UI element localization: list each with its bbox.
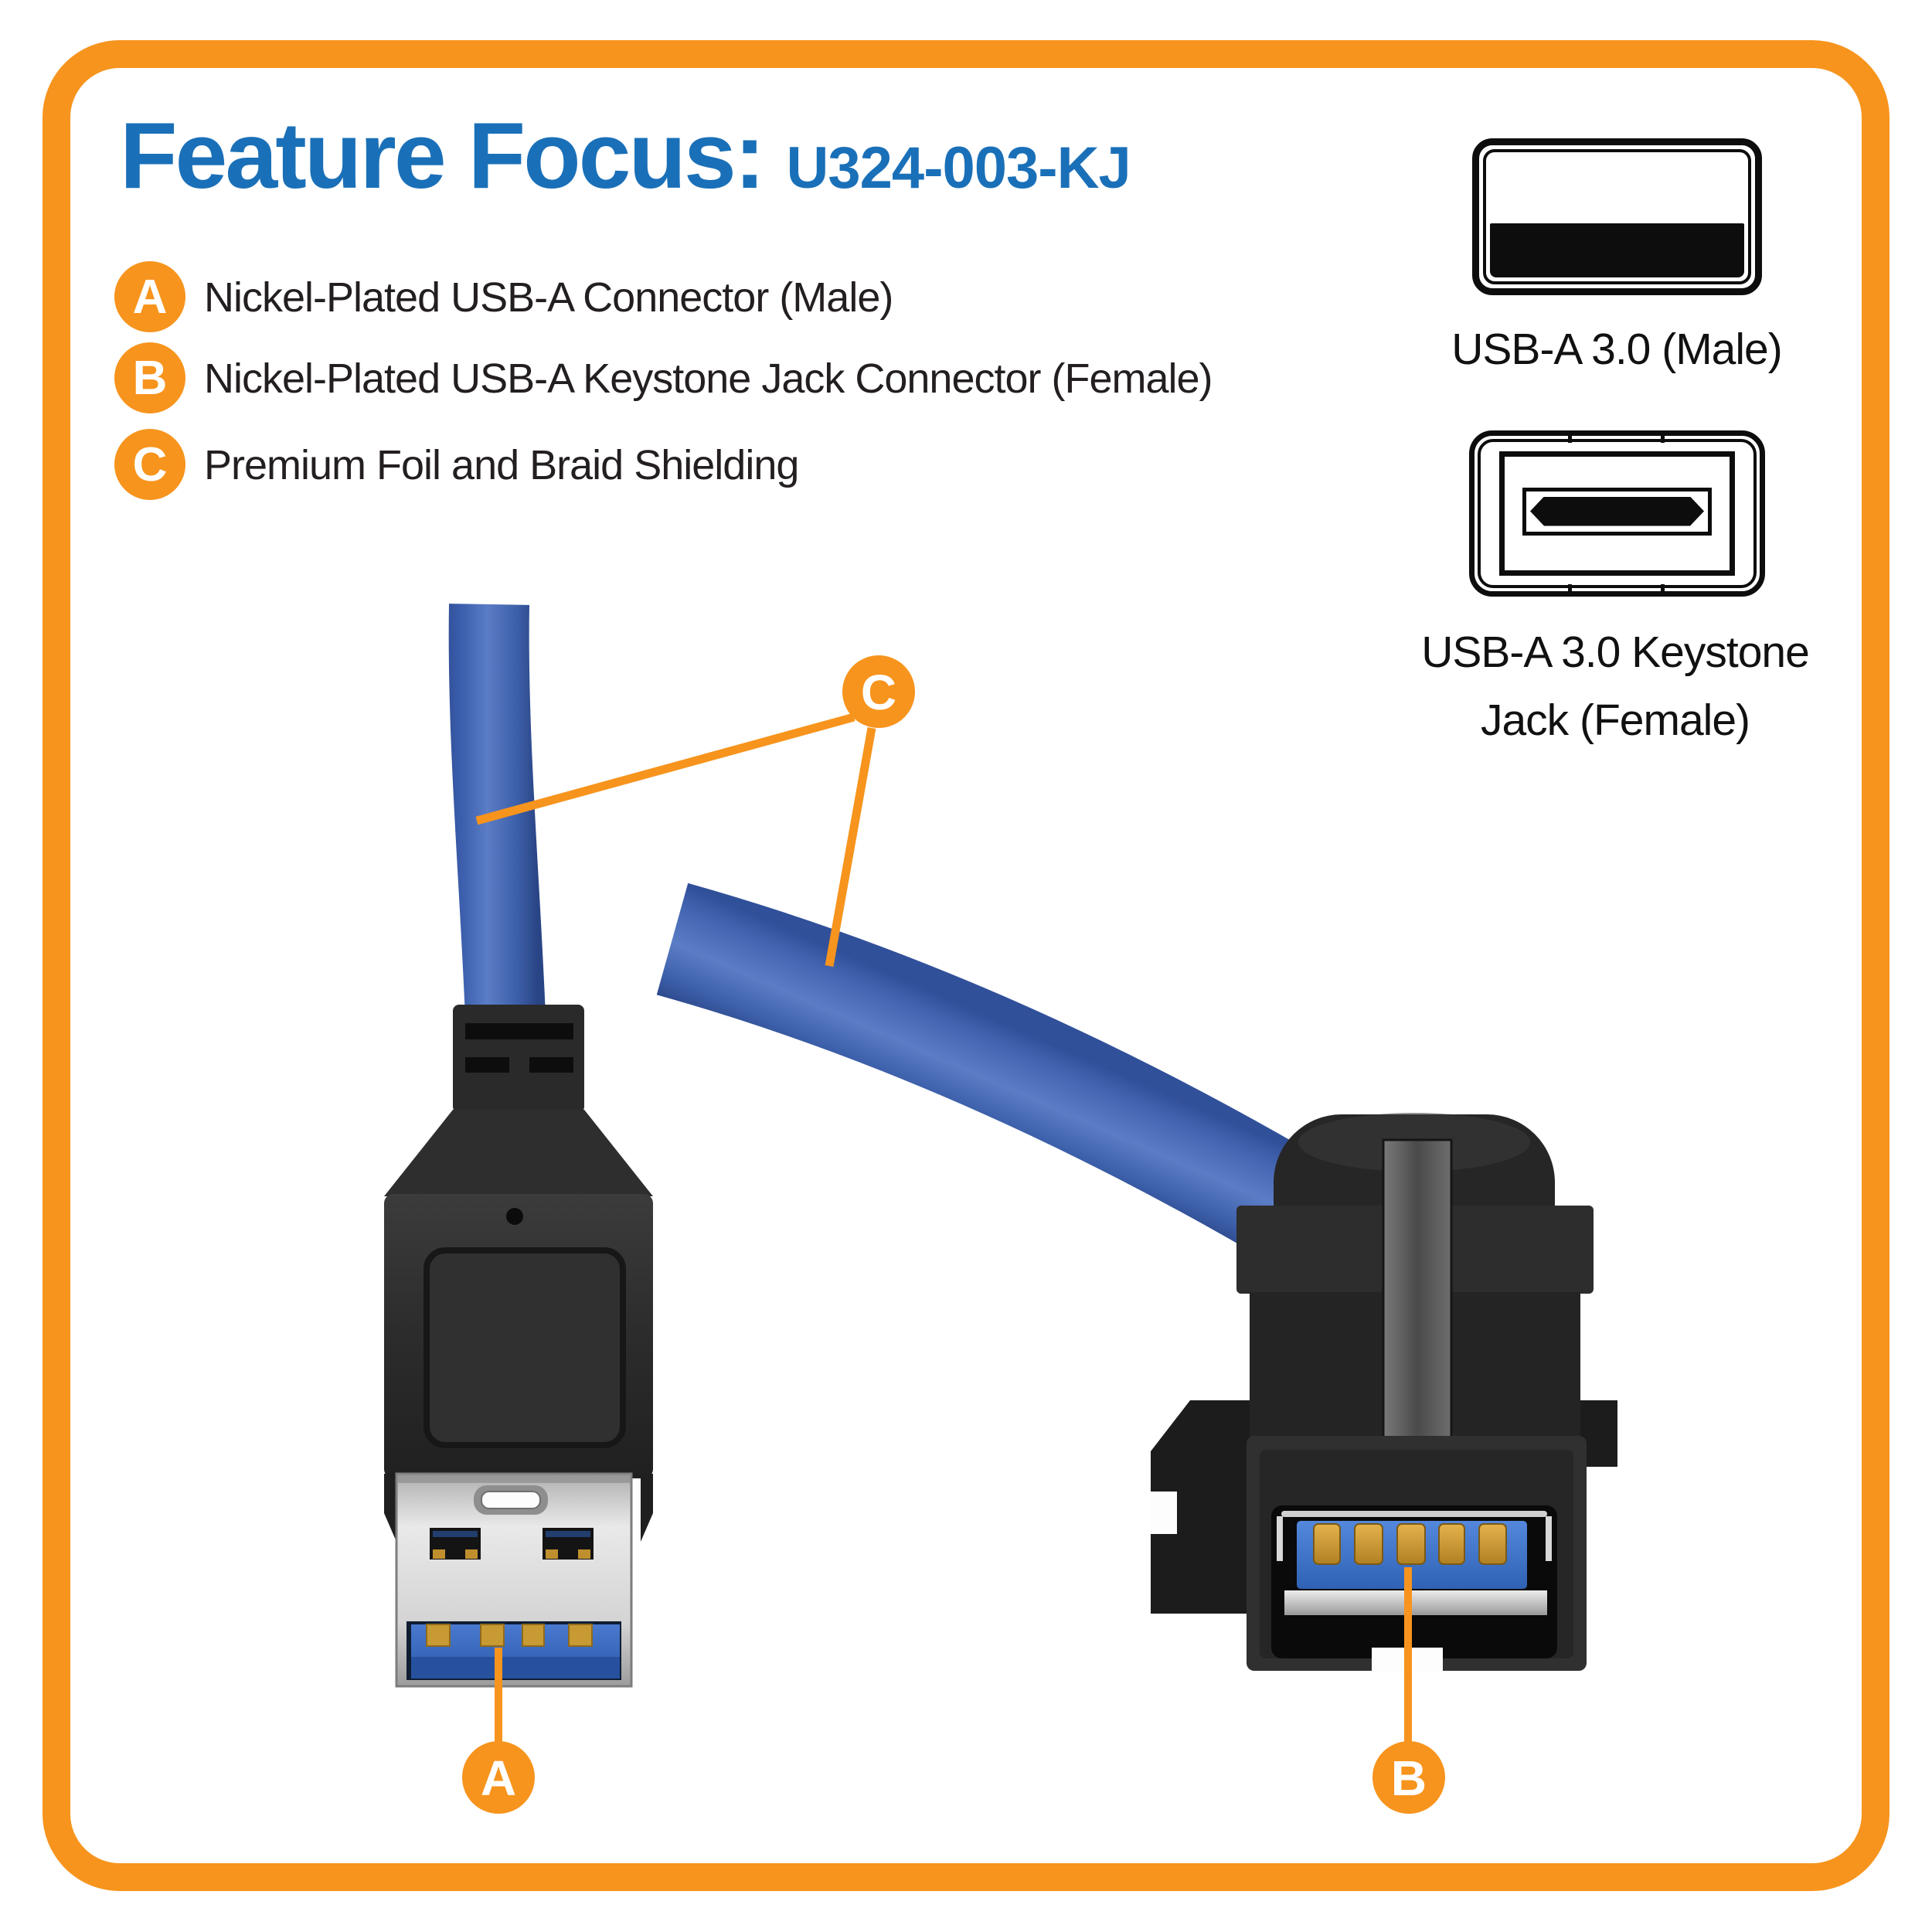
product-code: U324-003-KJ <box>786 135 1131 201</box>
usb-a-male-icon-label: USB-A 3.0 (Male) <box>1451 325 1782 374</box>
callout-c: C <box>475 655 915 967</box>
feature-text-c: Premium Foil and Braid Shielding <box>204 442 799 488</box>
shell-hole-left <box>430 1528 481 1560</box>
keystone-tick-icon <box>1660 584 1665 592</box>
keystone-tick-icon <box>1567 435 1572 443</box>
feature-badge-b: B <box>114 342 185 413</box>
keystone-label-line1: USB-A 3.0 Keystone <box>1421 628 1810 677</box>
page-title: Feature Focus: <box>120 103 765 208</box>
usb-a-keystone-icon-slot <box>1522 487 1712 536</box>
callout-b-badge <box>1372 1741 1445 1814</box>
keystone-tick-icon <box>1567 584 1572 592</box>
usb-a-keystone-icon-label: USB-A 3.0 Keystone Jack (Female) <box>1368 618 1862 754</box>
callout-c-badge <box>842 655 915 728</box>
callout-a-letter: A <box>481 1750 516 1806</box>
callout-c-line-right <box>825 727 876 967</box>
usb-male-connector-photo <box>384 604 653 1688</box>
usb-a-male-icon <box>1472 138 1762 295</box>
usb-a-keystone-icon <box>1469 430 1765 597</box>
keystone-tick-icon <box>1660 435 1665 443</box>
feature-text-a: Nickel-Plated USB-A Connector (Male) <box>204 274 893 321</box>
usb-a-male-icon-inner <box>1483 149 1751 284</box>
keystone-jack-photo <box>656 883 1617 1672</box>
keystone-label-line2: Jack (Female) <box>1480 696 1750 745</box>
feature-item-a: A Nickel-Plated USB-A Connector (Male) <box>114 261 893 333</box>
feature-item-c: C Premium Foil and Braid Shielding <box>114 429 799 501</box>
feature-badge-c: C <box>114 429 185 500</box>
feature-badge-a: A <box>114 261 185 332</box>
usb-a-male-icon-band <box>1490 223 1744 277</box>
callout-b-letter: B <box>1391 1750 1427 1806</box>
page-header: Feature Focus:U324-003-KJ <box>120 108 1131 202</box>
callout-c-line-left <box>475 713 855 825</box>
usb-a-keystone-icon-inner <box>1478 435 1757 592</box>
usb-a-keystone-icon-face <box>1499 451 1735 576</box>
usb-a-keystone-icon-slotbar <box>1530 497 1704 526</box>
callout-a: A <box>462 1648 535 1814</box>
feature-text-b: Nickel-Plated USB-A Keystone Jack Connec… <box>204 355 1213 402</box>
callout-a-badge <box>462 1741 535 1814</box>
shell-hole-right <box>543 1528 594 1560</box>
blue-cable-right <box>656 883 1344 1271</box>
callout-c-letter: C <box>861 665 896 720</box>
callout-b: B <box>1372 1567 1445 1814</box>
feature-item-b: B Nickel-Plated USB-A Keystone Jack Conn… <box>114 342 1213 414</box>
